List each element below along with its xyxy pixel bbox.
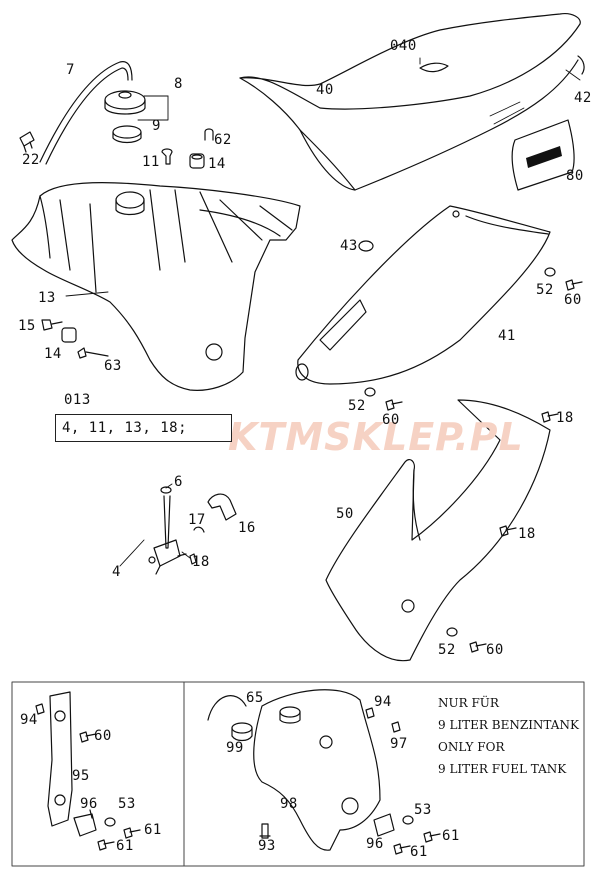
note-line-1: NUR FÜR xyxy=(438,696,499,710)
hose-cap-drawing xyxy=(19,61,146,165)
part-label-60-box: 60 xyxy=(94,728,112,744)
side-cover-41 xyxy=(295,205,551,385)
tank-bolts xyxy=(41,319,109,359)
part-label-17: 17 xyxy=(188,512,206,528)
bracket-95 xyxy=(35,691,141,851)
part-label-96-left: 96 xyxy=(80,796,98,812)
part-label-50: 50 xyxy=(336,506,354,522)
part-label-52-top: 52 xyxy=(536,282,554,298)
watermark-text: KTMSKLEP.PL xyxy=(228,415,524,459)
part-label-40: 40 xyxy=(316,82,334,98)
part-label-16: 16 xyxy=(238,520,256,536)
part-label-95: 95 xyxy=(72,768,90,784)
part-label-99: 99 xyxy=(226,740,244,756)
part-label-96-right: 96 xyxy=(366,836,384,852)
right-fasteners xyxy=(364,267,583,653)
part-label-60-bottom: 60 xyxy=(486,642,504,658)
part-label-22: 22 xyxy=(22,152,40,168)
part-label-6: 6 xyxy=(174,474,183,490)
part-label-93: 93 xyxy=(258,838,276,854)
part-label-61-right-a: 61 xyxy=(442,828,460,844)
badge-drawing xyxy=(511,119,575,191)
part-label-94-left: 94 xyxy=(20,712,38,728)
part-label-52-bottom: 52 xyxy=(438,642,456,658)
fuel-tank-drawing xyxy=(11,181,301,391)
part-label-52-mid: 52 xyxy=(348,398,366,414)
part-label-63: 63 xyxy=(104,358,122,374)
part-label-80: 80 xyxy=(566,168,584,184)
part-label-61-left-b: 61 xyxy=(116,838,134,854)
part-label-97: 97 xyxy=(390,736,408,752)
small-parts-top xyxy=(161,128,214,169)
part-label-43: 43 xyxy=(340,238,358,254)
leader-lines xyxy=(65,57,581,567)
note-line-4: 9 LITER FUEL TANK xyxy=(438,762,567,776)
note-line-3: ONLY FOR xyxy=(438,740,505,754)
kit-box xyxy=(55,414,232,442)
note-line-2: 9 LITER BENZINTANK xyxy=(438,718,579,732)
kit-items: 4, 11, 13, 18; xyxy=(62,420,188,436)
part-label-18-tap: 18 xyxy=(192,554,210,570)
part-label-4: 4 xyxy=(112,564,121,580)
part-label-65: 65 xyxy=(246,690,264,706)
part-label-14-top: 14 xyxy=(208,156,226,172)
part-label-15: 15 xyxy=(18,318,36,334)
part-label-61-right-b: 61 xyxy=(410,844,428,860)
part-label-60-top: 60 xyxy=(564,292,582,308)
part-label-60-mid: 60 xyxy=(382,412,400,428)
part-label-62: 62 xyxy=(214,132,232,148)
kit-code: 013 xyxy=(64,392,91,408)
part-label-42: 42 xyxy=(574,90,592,106)
part-label-53-right: 53 xyxy=(414,802,432,818)
part-label-53-left: 53 xyxy=(118,796,136,812)
part-label-040: 040 xyxy=(390,38,417,54)
part-label-11: 11 xyxy=(142,154,160,170)
part-label-98: 98 xyxy=(280,796,298,812)
small-tank-98 xyxy=(207,689,441,855)
part-label-18-mid: 18 xyxy=(518,526,536,542)
part-label-9: 9 xyxy=(152,118,161,134)
part-label-13: 13 xyxy=(38,290,56,306)
part-label-8: 8 xyxy=(174,76,183,92)
side-cover-50 xyxy=(325,399,551,662)
part-label-94-right: 94 xyxy=(374,694,392,710)
part-label-18-top: 18 xyxy=(556,410,574,426)
part-label-41: 41 xyxy=(498,328,516,344)
part-label-14-bottom: 14 xyxy=(44,346,62,362)
part-label-61-left-a: 61 xyxy=(144,822,162,838)
seat-drawing xyxy=(239,13,585,191)
part-label-7: 7 xyxy=(66,62,75,78)
